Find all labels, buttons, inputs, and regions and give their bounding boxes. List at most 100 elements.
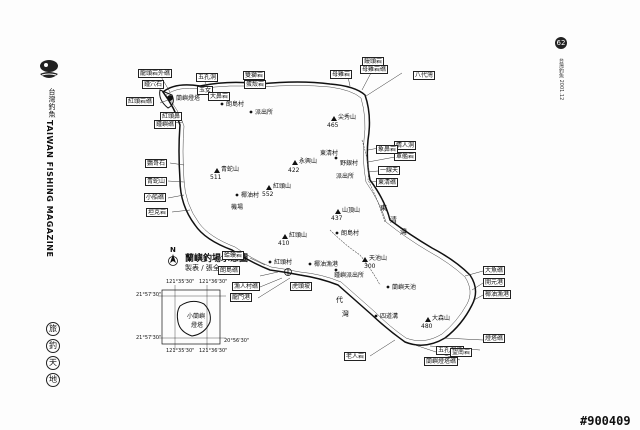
spot-2: 鍾穴石 [142, 80, 165, 89]
spot-3: 紅頭岩礁 [126, 97, 155, 106]
spot-22: 開元港 [483, 278, 506, 287]
inner-road [329, 229, 381, 286]
magazine-title-vertical: TAIWAN FISHING MAGAZINE [45, 120, 54, 258]
place-yeyin: 野銀村 [340, 160, 359, 167]
north-label: N [170, 246, 176, 254]
section-char-4: 地 [46, 373, 60, 387]
spot-15: 東清礁 [376, 178, 399, 187]
elev-437: 437 [331, 215, 343, 222]
inset-coord-5: 121°35'30" [166, 348, 195, 354]
dot-village-10 [334, 268, 338, 272]
elev-552: 552 [262, 191, 274, 198]
island-coastline-inner [165, 85, 471, 341]
fish-logo-icon [40, 60, 58, 78]
dot-village-7 [308, 262, 312, 266]
spot-21: 大魚礁 [483, 266, 506, 275]
map-title: 蘭嶼釣場示意圖 [185, 254, 249, 264]
place-police-south: 鍾嶼派出所 [334, 272, 365, 279]
spot-30: 鍾嶼礁 [154, 120, 177, 129]
spot-28: 母雞岩礁 [360, 65, 389, 74]
magazine-cn-small: 台灣釣魚 [48, 88, 56, 118]
spot-17: 八代灣 [413, 71, 436, 80]
place-langdao: 朗島村 [226, 101, 245, 108]
harbor-symbols [167, 95, 292, 276]
sea-east-2: 清 [390, 216, 397, 224]
spot-14: 坦克岩 [146, 208, 169, 217]
section-char-3: 天 [46, 356, 60, 370]
spot-24: 漁人村礁 [232, 282, 261, 291]
sea-dai-1: 代 [336, 296, 343, 304]
place-tiantou: 天池山 [369, 255, 388, 262]
dot-village-9 [374, 314, 378, 318]
dot-village-4 [235, 193, 239, 197]
spot-25: 龍門港 [230, 293, 253, 302]
spot-10: 雙獅岩 [243, 71, 266, 80]
dot-village-1 [220, 102, 224, 106]
place-police-east: 派出所 [336, 173, 355, 180]
spot-4: 母雞岩 [330, 70, 353, 79]
place-hongtoushan: 紅頭山 [289, 232, 308, 239]
spot-26: 蛤蟆岩 [222, 251, 245, 260]
inset-title: 小蘭嶼 [187, 313, 206, 320]
spot-6: 五孔洞 [196, 73, 219, 82]
peak-437 [335, 209, 341, 214]
place-yongxing: 永興山 [299, 158, 318, 165]
spot-13: 小船礁 [144, 193, 167, 202]
page-number: 62 [555, 37, 567, 49]
elev-410: 410 [278, 240, 290, 247]
dot-village-8 [386, 285, 390, 289]
spot-19: 老人岩 [344, 352, 367, 361]
spot-11: 鸚哥石 [145, 159, 168, 168]
place-police: 派出所 [255, 109, 274, 116]
spot-9: 軍艦岩 [394, 152, 417, 161]
elev-511: 511 [210, 174, 222, 181]
inset-sub: 燈塔 [191, 322, 204, 329]
inset-coord-7: 20°56'30" [224, 338, 250, 344]
place-hongtou: 紅頭山 [273, 183, 292, 190]
spot-12: 青蛇山 [145, 177, 168, 186]
place-langdao-2: 朗島村 [341, 230, 360, 237]
spot-32: 虎頭坡 [290, 282, 313, 291]
north-arrow-icon [168, 254, 178, 266]
xiaolanyu-island [176, 300, 211, 337]
harbor-icon [284, 268, 292, 276]
lighthouse-icon [167, 95, 173, 101]
peak-410 [282, 234, 288, 239]
place-dongqing-village: 東清村 [320, 150, 339, 157]
peak-480 [425, 317, 431, 322]
spot-29: 燈塔礁 [483, 334, 506, 343]
spot-36: 望南岩 [450, 348, 473, 357]
inset-frame [161, 289, 221, 345]
dot-village-6 [268, 260, 272, 264]
inset-coord-4: 21°57'30" [136, 335, 162, 341]
spot-35: 蘭嶼燈塔礁 [424, 357, 459, 366]
image-id: #900409 [580, 414, 631, 428]
lighthouse-cape [159, 89, 174, 109]
issue-label: 台灣釣魚 2001.12 [558, 58, 564, 101]
place-yeyou-village: 椰油村 [241, 192, 260, 199]
place-sidaogou: 四道溝 [380, 313, 399, 320]
place-tianchi: 蘭嶼天池 [392, 284, 417, 291]
section-char-2: 釣 [46, 339, 60, 353]
place-dasen: 大森山 [432, 315, 451, 322]
spot-27: 朗島礁 [218, 266, 241, 275]
sea-east-3: 灣 [400, 228, 407, 236]
inset-coord-6: 121°36'30" [199, 348, 228, 354]
peak-465 [331, 116, 337, 121]
elev-422: 422 [288, 167, 300, 174]
elev-300: 300 [364, 263, 376, 270]
place-hongtou-village: 紅頭村 [274, 259, 293, 266]
place-lighthouse: 蘭嶼燈塔 [176, 95, 201, 102]
place-yuan-yugang: 椰油漁港 [314, 261, 339, 268]
map-credit: 製表 / 張全 [185, 264, 220, 272]
peak-511 [214, 168, 220, 173]
place-airport: 機場 [231, 204, 244, 211]
peak-422 [292, 160, 298, 165]
village-dots [220, 102, 390, 318]
spot-31: 象鼻岩 [376, 145, 399, 154]
peak-552 [266, 185, 272, 190]
elev-480: 480 [421, 323, 433, 330]
inset-coord-2: 121°36'30" [199, 279, 228, 285]
inset-coord-3: 21°57'30" [136, 292, 162, 298]
